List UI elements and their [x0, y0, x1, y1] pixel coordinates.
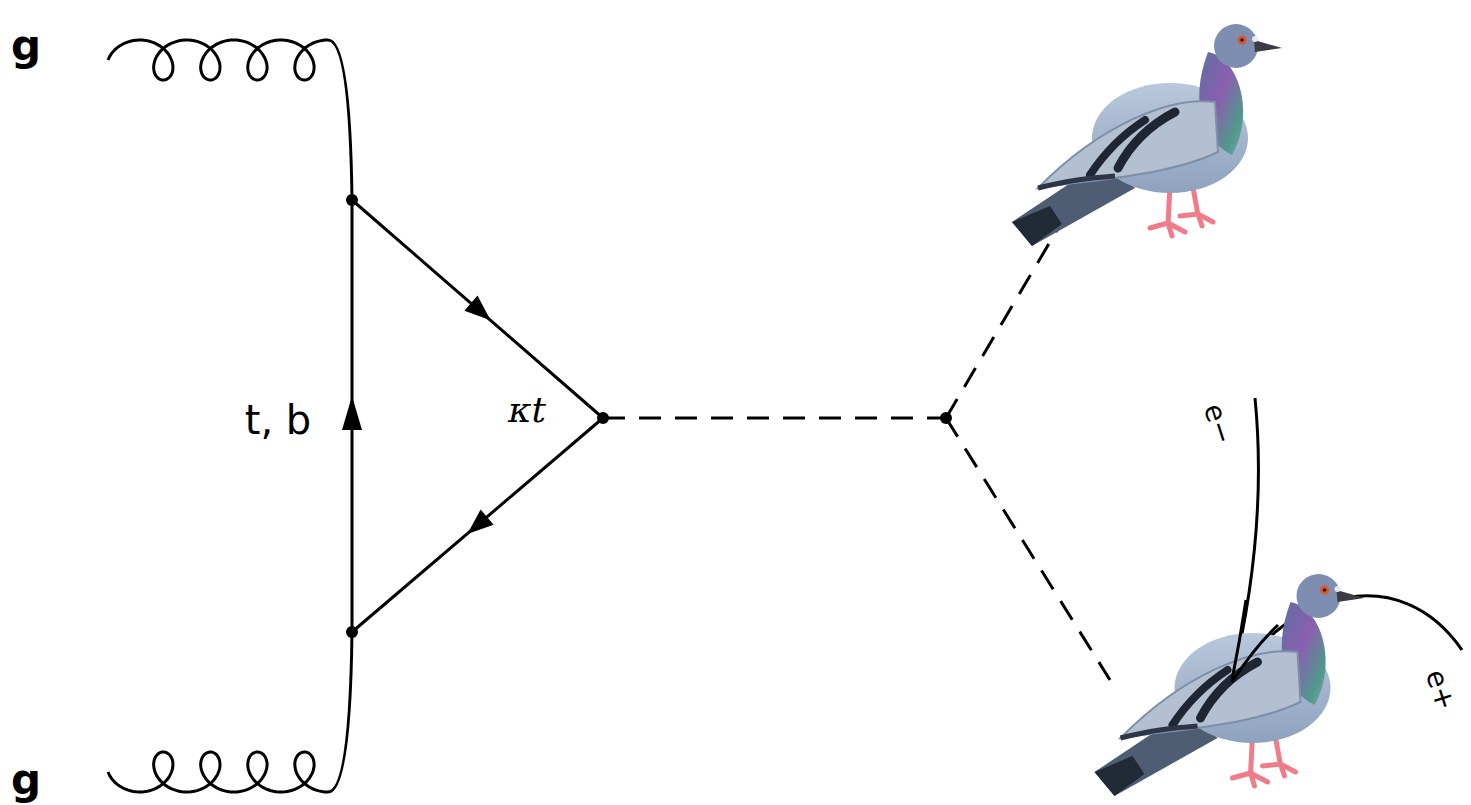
quark-label: t, b	[245, 400, 312, 440]
pigeon-top	[1012, 24, 1282, 246]
particle-label: e+	[1420, 666, 1459, 713]
electron-lines-front	[1232, 600, 1278, 682]
pigeon-bottom	[1095, 574, 1365, 796]
gluon-top	[108, 40, 352, 200]
gluon-label: g	[11, 25, 41, 67]
particle-label: e−	[1198, 400, 1237, 447]
scalar-lines	[603, 225, 1110, 680]
fermion-arrows	[342, 296, 497, 542]
coupling-label: κt	[508, 392, 546, 428]
gluon-label: g	[11, 759, 41, 801]
fermion-loop	[352, 200, 603, 632]
vertices	[346, 194, 952, 638]
gluon-bottom	[108, 632, 352, 792]
